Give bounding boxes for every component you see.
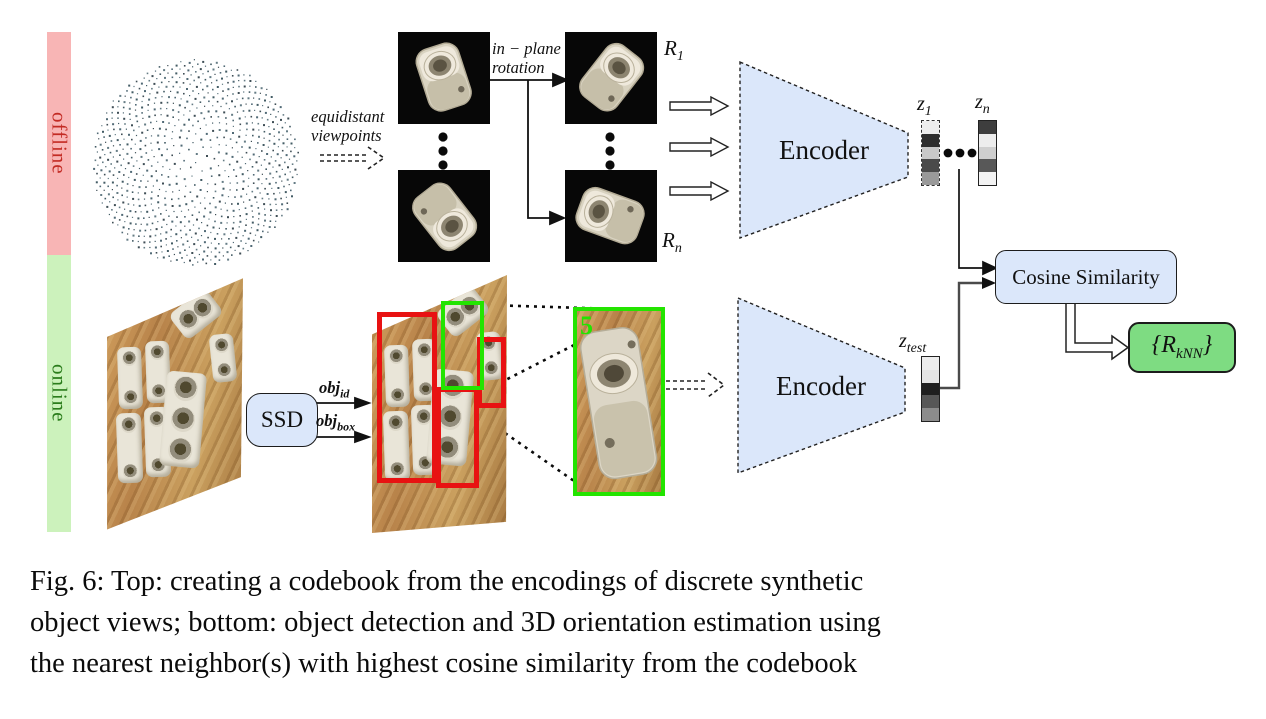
online-phase-bar: online [47, 255, 72, 532]
code-strip-z1 [921, 120, 940, 186]
detection-crop: 5 [573, 307, 665, 496]
ssd-label: SSD [260, 407, 304, 432]
ceramic-object [116, 346, 144, 410]
ceramic-object [158, 370, 208, 469]
ceramic-object [208, 332, 238, 384]
ssd-output-arrows [316, 396, 372, 444]
equidistant-viewpoints-label: equidistant viewpoints [311, 107, 385, 145]
detection-red-box-3 [477, 337, 506, 408]
codebook-ellipsis [943, 148, 977, 158]
label-rn: Rn [662, 228, 682, 257]
detection-green-box [441, 301, 484, 390]
codebook-to-cosine-line [958, 169, 999, 276]
label-z1: z1 [917, 93, 932, 119]
offline-phase-bar: offline [47, 32, 72, 255]
ztest-arrowhead [982, 277, 996, 289]
cosine-similarity-label: Cosine Similarity [1012, 264, 1160, 289]
code-strip-ztest [921, 356, 940, 422]
crop-object [579, 327, 658, 480]
caption-line-1: Fig. 6: Top: creating a codebook from th… [30, 566, 864, 597]
encoder-top-label: Encoder [779, 135, 869, 165]
offline-label: offline [47, 112, 72, 175]
cosine-similarity-node: Cosine Similarity [995, 250, 1177, 304]
equidistant-arrow-icon [320, 146, 386, 170]
synthetic-view-tile-1 [398, 32, 490, 124]
detection-red-box-2 [436, 387, 479, 488]
code-strip-zn [978, 120, 997, 186]
label-zn: zn [975, 91, 990, 117]
viewpoint-sphere [93, 59, 299, 266]
crop-to-encoder-arrow [666, 372, 726, 398]
caption-line-2: object views; bottom: object detection a… [30, 607, 881, 638]
figure-caption: Fig. 6: Top: creating a codebook from th… [30, 561, 881, 684]
crop-detection-id: 5 [580, 311, 593, 340]
rknn-result-node: {RkNN} [1128, 322, 1236, 373]
encoder-bottom-label: Encoder [776, 371, 866, 401]
label-obj-box: objbox [316, 411, 356, 434]
label-obj-id: objid [319, 378, 350, 401]
label-ztest: ztest [899, 330, 927, 356]
inplane-rotation-label: in − plane rotation [492, 39, 561, 77]
sphere-dots [93, 59, 299, 266]
encoder-bottom-shape [737, 296, 906, 475]
cosine-to-rknn-arrow [1065, 301, 1130, 361]
vertical-ellipsis-left [438, 132, 448, 170]
label-r1: R1 [664, 36, 684, 65]
ssd-node: SSD [246, 393, 318, 447]
online-label: online [47, 364, 72, 423]
detection-red-box-1 [377, 312, 437, 483]
vertical-ellipsis-right [605, 132, 615, 170]
ztest-to-cosine-line [938, 281, 983, 390]
encoder-input-arrows [669, 95, 730, 202]
rotated-view-tile-r1 [565, 32, 657, 124]
ceramic-object [115, 412, 144, 484]
caption-line-3: the nearest neighbor(s) with highest cos… [30, 648, 858, 679]
synthetic-view-tile-2 [398, 170, 490, 262]
encoder-top-shape [739, 60, 909, 239]
rknn-label: {RkNN} [1151, 332, 1213, 362]
rotated-view-tile-rn [565, 170, 657, 262]
inplane-arrows [490, 72, 570, 226]
